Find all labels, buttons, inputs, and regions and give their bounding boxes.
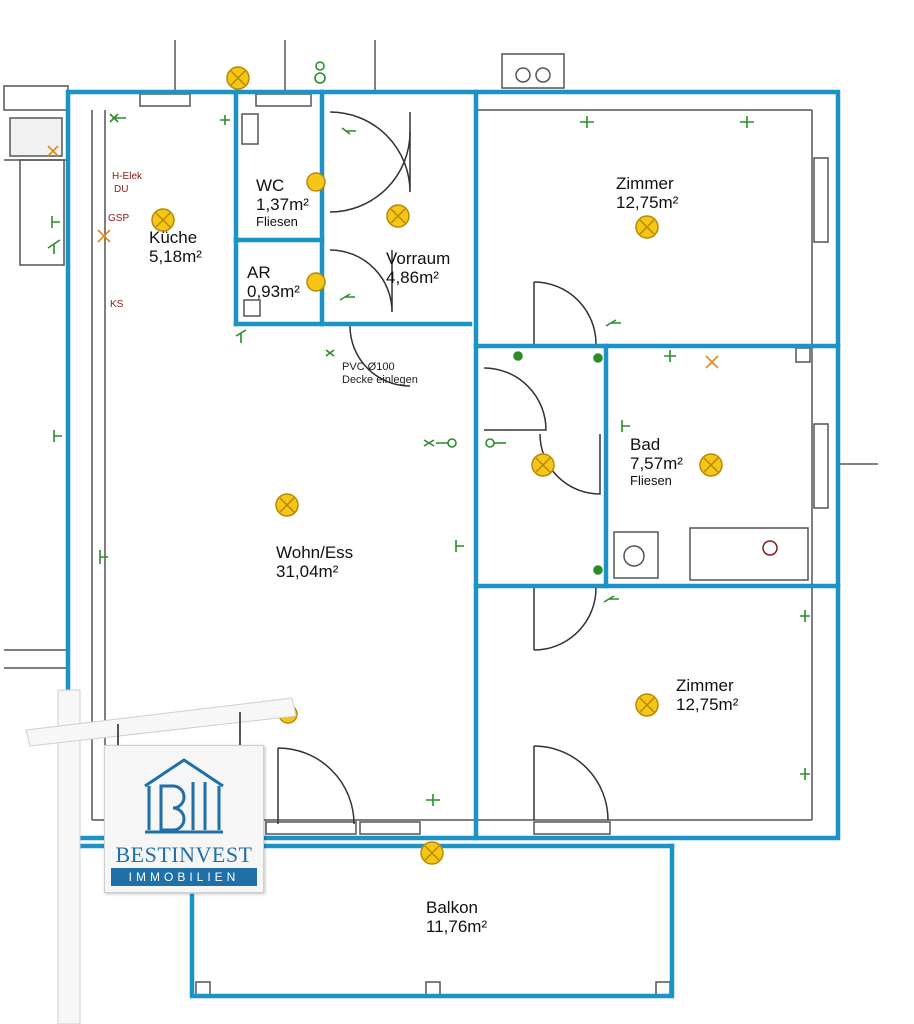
lamp-icon [306, 272, 326, 292]
lamp-icon [275, 493, 299, 517]
room-area: 11,76m² [426, 917, 488, 936]
lamp-icon [699, 453, 723, 477]
lamp-icon [151, 208, 175, 232]
room-area: 4,86m² [386, 268, 439, 287]
room-name: WC [256, 176, 285, 195]
socket-icon [605, 319, 621, 327]
bath-fixtures [241, 113, 811, 581]
socket-icon [593, 353, 603, 363]
room-name: AR [247, 263, 271, 282]
socket-icon [314, 61, 326, 84]
socket-icon [603, 595, 619, 603]
chimney [501, 53, 565, 89]
socket-icon [47, 239, 61, 254]
label-h-elek: H-Elek [112, 171, 143, 182]
socket-icon [339, 293, 355, 301]
socket-icon [53, 430, 62, 442]
room-name: Bad [630, 435, 661, 454]
lamp-icon [420, 841, 444, 865]
socket-icon [621, 420, 630, 432]
room-name: Wohn/Ess [276, 543, 354, 562]
room-finish: Fliesen [630, 473, 672, 488]
base-walls [3, 40, 878, 821]
socket-icon [740, 116, 754, 128]
room-vorraum: Vorraum 4,86m² [386, 249, 450, 287]
room-wohn-ess: Wohn/Ess 31,04m² [276, 543, 353, 581]
socket-icon [325, 349, 335, 357]
socket-icon [800, 610, 810, 622]
room-ar: AR 0,93m² [247, 263, 300, 301]
room-kueche: Küche 5,18m² [149, 228, 202, 266]
windows [9, 93, 829, 835]
socket-icon [455, 540, 464, 552]
socket-icon [580, 116, 594, 128]
room-bad: Bad 7,57m² Fliesen [630, 435, 683, 489]
room-area: 5,18m² [149, 247, 202, 266]
room-area: 12,75m² [616, 193, 679, 212]
socket-icon [109, 113, 126, 123]
socket-icon [513, 351, 523, 361]
lamp-icon [226, 66, 250, 90]
room-area: 0,93m² [247, 282, 300, 301]
socket-icon [235, 329, 247, 343]
room-zimmer-bottom: Zimmer 12,75m² [676, 676, 738, 714]
socket-icon [51, 216, 60, 228]
realtor-sign: BESTINVEST IMMOBILIEN [104, 745, 264, 893]
pvc-note-line1: PVC Ø100 [342, 361, 395, 373]
room-zimmer-top: Zimmer 12,75m² [616, 174, 678, 212]
room-name: Vorraum [386, 249, 451, 268]
wall-overlay [65, 89, 841, 999]
room-name: Zimmer [676, 676, 734, 695]
house-logo-icon [144, 758, 224, 834]
socket-icon [800, 768, 810, 780]
socket-icon [99, 550, 108, 564]
label-gsp: GSP [108, 213, 130, 224]
lamp-icon [635, 693, 659, 717]
socket-icon [485, 438, 506, 448]
label-ks: KS [110, 299, 124, 310]
socket-icon [423, 438, 457, 448]
balcony-details [195, 981, 671, 997]
socket-icon [593, 565, 603, 575]
ceiling-outlets [47, 145, 719, 369]
sign-post [25, 689, 297, 1024]
outlet-cross-icon [705, 355, 719, 369]
socket-icon [426, 794, 440, 806]
outlet-cross-icon [97, 229, 111, 243]
outlet-cross-icon [47, 145, 59, 157]
room-area: 1,37m² [256, 195, 309, 214]
room-area: 31,04m² [276, 562, 339, 581]
room-name: Küche [149, 228, 198, 247]
socket-icon [664, 350, 676, 362]
brand-line2: IMMOBILIEN [111, 868, 257, 886]
sockets-switches [47, 61, 810, 806]
room-area: 7,57m² [630, 454, 683, 473]
room-area: 12,75m² [676, 695, 739, 714]
room-finish: Fliesen [256, 214, 298, 229]
socket-icon [220, 115, 230, 125]
label-du: DU [114, 184, 129, 195]
lamp-icon [386, 204, 410, 228]
room-name: Balkon [426, 898, 478, 917]
room-wc: WC 1,37m² Fliesen [256, 176, 309, 230]
room-name: Zimmer [616, 174, 674, 193]
door-swings [277, 111, 609, 825]
room-balkon: Balkon 11,76m² [426, 898, 487, 936]
lamp-icon [306, 172, 326, 192]
brand-line1: BESTINVEST [115, 842, 253, 867]
pvc-note-line2: Decke einlegen [342, 374, 418, 386]
socket-icon [341, 127, 356, 135]
lamp-icon [531, 453, 555, 477]
pvc-note: PVC Ø100 Decke einlegen [342, 361, 418, 387]
lamp-icon [635, 215, 659, 239]
